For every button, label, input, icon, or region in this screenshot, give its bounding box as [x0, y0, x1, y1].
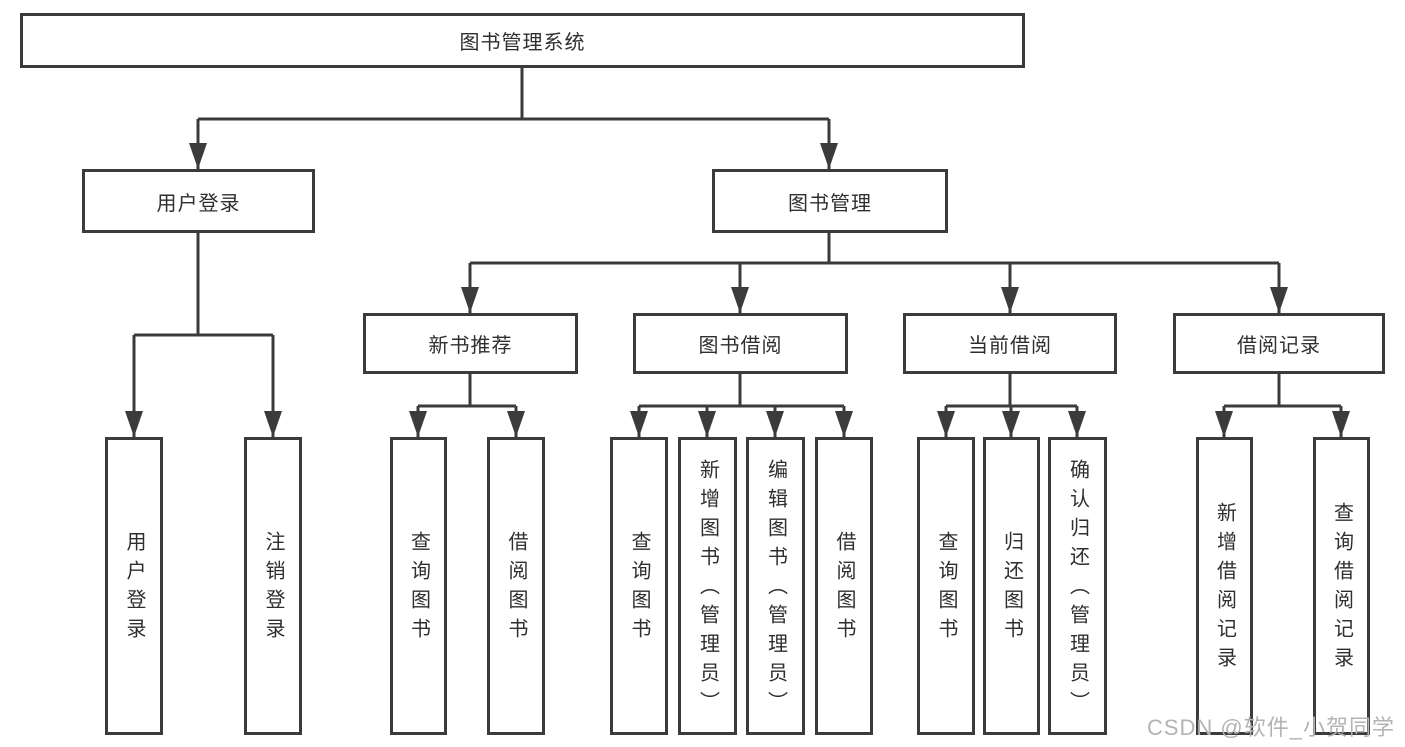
leaf-query-books-borrow: 查询图书 [610, 437, 668, 735]
arrowhead [125, 411, 143, 437]
arrowhead [189, 143, 207, 169]
arrowhead [1001, 287, 1019, 313]
leaf-borrow-books: 借阅图书 [815, 437, 873, 735]
arrowhead [264, 411, 282, 437]
leaf-edit-book-admin: 编辑图书（管理员） [746, 437, 805, 735]
arrowhead [835, 411, 853, 437]
node-root-system: 图书管理系统 [20, 13, 1025, 68]
connector-new-book-children [409, 374, 525, 437]
arrowhead [731, 287, 749, 313]
connector-book-management-groups [461, 233, 1288, 313]
node-borrow-records: 借阅记录 [1173, 313, 1385, 374]
arrowhead [1332, 411, 1350, 437]
node-book-borrow: 图书借阅 [633, 313, 848, 374]
leaf-query-books-recommend: 查询图书 [390, 437, 447, 735]
leaf-logout-login: 注销登录 [244, 437, 302, 735]
arrowhead [820, 143, 838, 169]
connector-book-borrow-children [630, 374, 853, 437]
connector-user-login-children [125, 233, 282, 437]
leaf-confirm-return-admin: 确认归还（管理员） [1048, 437, 1107, 735]
connector-borrow-records-children [1215, 374, 1350, 437]
arrowhead [461, 287, 479, 313]
arrowhead [937, 411, 955, 437]
arrowhead [1270, 287, 1288, 313]
connector-root-to-level2 [189, 68, 838, 169]
node-user-login: 用户登录 [82, 169, 315, 233]
node-book-management: 图书管理 [712, 169, 948, 233]
arrowhead [1002, 411, 1020, 437]
arrowhead [409, 411, 427, 437]
arrowhead [1215, 411, 1233, 437]
arrowhead [630, 411, 648, 437]
node-current-borrow: 当前借阅 [903, 313, 1117, 374]
arrowhead [698, 411, 716, 437]
arrowhead [766, 411, 784, 437]
leaf-add-borrow-record: 新增借阅记录 [1196, 437, 1253, 735]
leaf-user-login: 用户登录 [105, 437, 163, 735]
arrowhead [1068, 411, 1086, 437]
leaf-return-books: 归还图书 [983, 437, 1040, 735]
leaf-query-books-current: 查询图书 [917, 437, 975, 735]
leaf-add-book-admin: 新增图书（管理员） [678, 437, 737, 735]
leaf-borrow-books-recommend: 借阅图书 [487, 437, 545, 735]
leaf-query-borrow-record: 查询借阅记录 [1313, 437, 1370, 735]
connector-current-borrow-children [937, 374, 1086, 437]
watermark: CSDN @软件_小贺同学 [1146, 715, 1395, 740]
node-new-book-recommend: 新书推荐 [363, 313, 578, 374]
arrowhead [507, 411, 525, 437]
